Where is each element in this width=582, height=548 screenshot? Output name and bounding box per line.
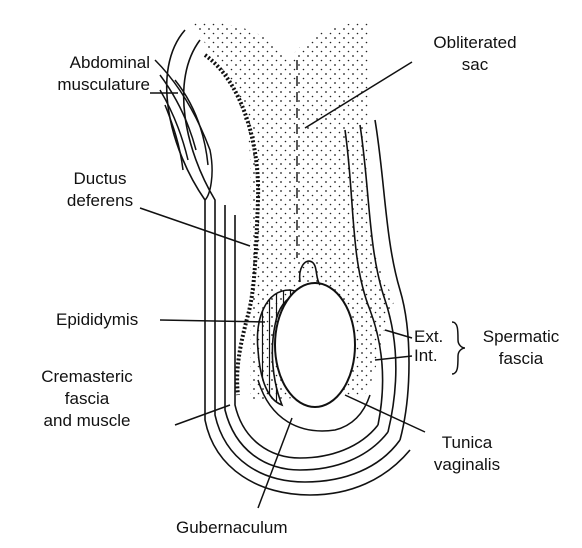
label-abdominal-line2: musculature bbox=[14, 74, 150, 96]
label-cremasteric-line3: and muscle bbox=[12, 410, 162, 432]
leader-cremasteric bbox=[175, 405, 230, 425]
label-ductus-line2: deferens bbox=[45, 190, 155, 212]
abdominal-muscle-fibres-1 bbox=[160, 75, 196, 150]
label-abdominal-musculature: Abdominal musculature bbox=[14, 52, 150, 96]
label-obliterated-line2: sac bbox=[400, 54, 550, 76]
label-obliterated-sac: Obliterated sac bbox=[400, 32, 550, 76]
label-tunica-line1: Tunica bbox=[412, 432, 522, 454]
leader-tunica bbox=[345, 395, 425, 432]
label-abdominal-line1: Abdominal bbox=[14, 52, 150, 74]
label-gubernaculum: Gubernaculum bbox=[176, 517, 288, 539]
label-obliterated-line1: Obliterated bbox=[400, 32, 550, 54]
label-ductus-deferens: Ductus deferens bbox=[45, 168, 155, 212]
label-tunica-line2: vaginalis bbox=[412, 454, 522, 476]
testis bbox=[275, 283, 355, 407]
label-cremasteric: Cremasteric fascia and muscle bbox=[12, 366, 162, 432]
label-spermatic-fascia: Spermatic fascia bbox=[466, 326, 576, 370]
label-epididymis: Epididymis bbox=[56, 309, 138, 331]
label-spermatic-line2: fascia bbox=[466, 348, 576, 370]
label-spermatic-line1: Spermatic bbox=[466, 326, 576, 348]
label-cremasteric-line1: Cremasteric bbox=[12, 366, 162, 388]
leader-epididymis bbox=[160, 320, 265, 322]
label-ductus-line1: Ductus bbox=[45, 168, 155, 190]
spermatic-brace bbox=[452, 322, 465, 374]
label-tunica-vaginalis: Tunica vaginalis bbox=[412, 432, 522, 476]
leader-ductus bbox=[140, 208, 250, 246]
label-cremasteric-line2: fascia bbox=[12, 388, 162, 410]
label-int: Int. bbox=[414, 345, 438, 367]
abdominal-muscle-fibres-3 bbox=[165, 105, 183, 170]
leader-gubernaculum bbox=[258, 418, 292, 508]
